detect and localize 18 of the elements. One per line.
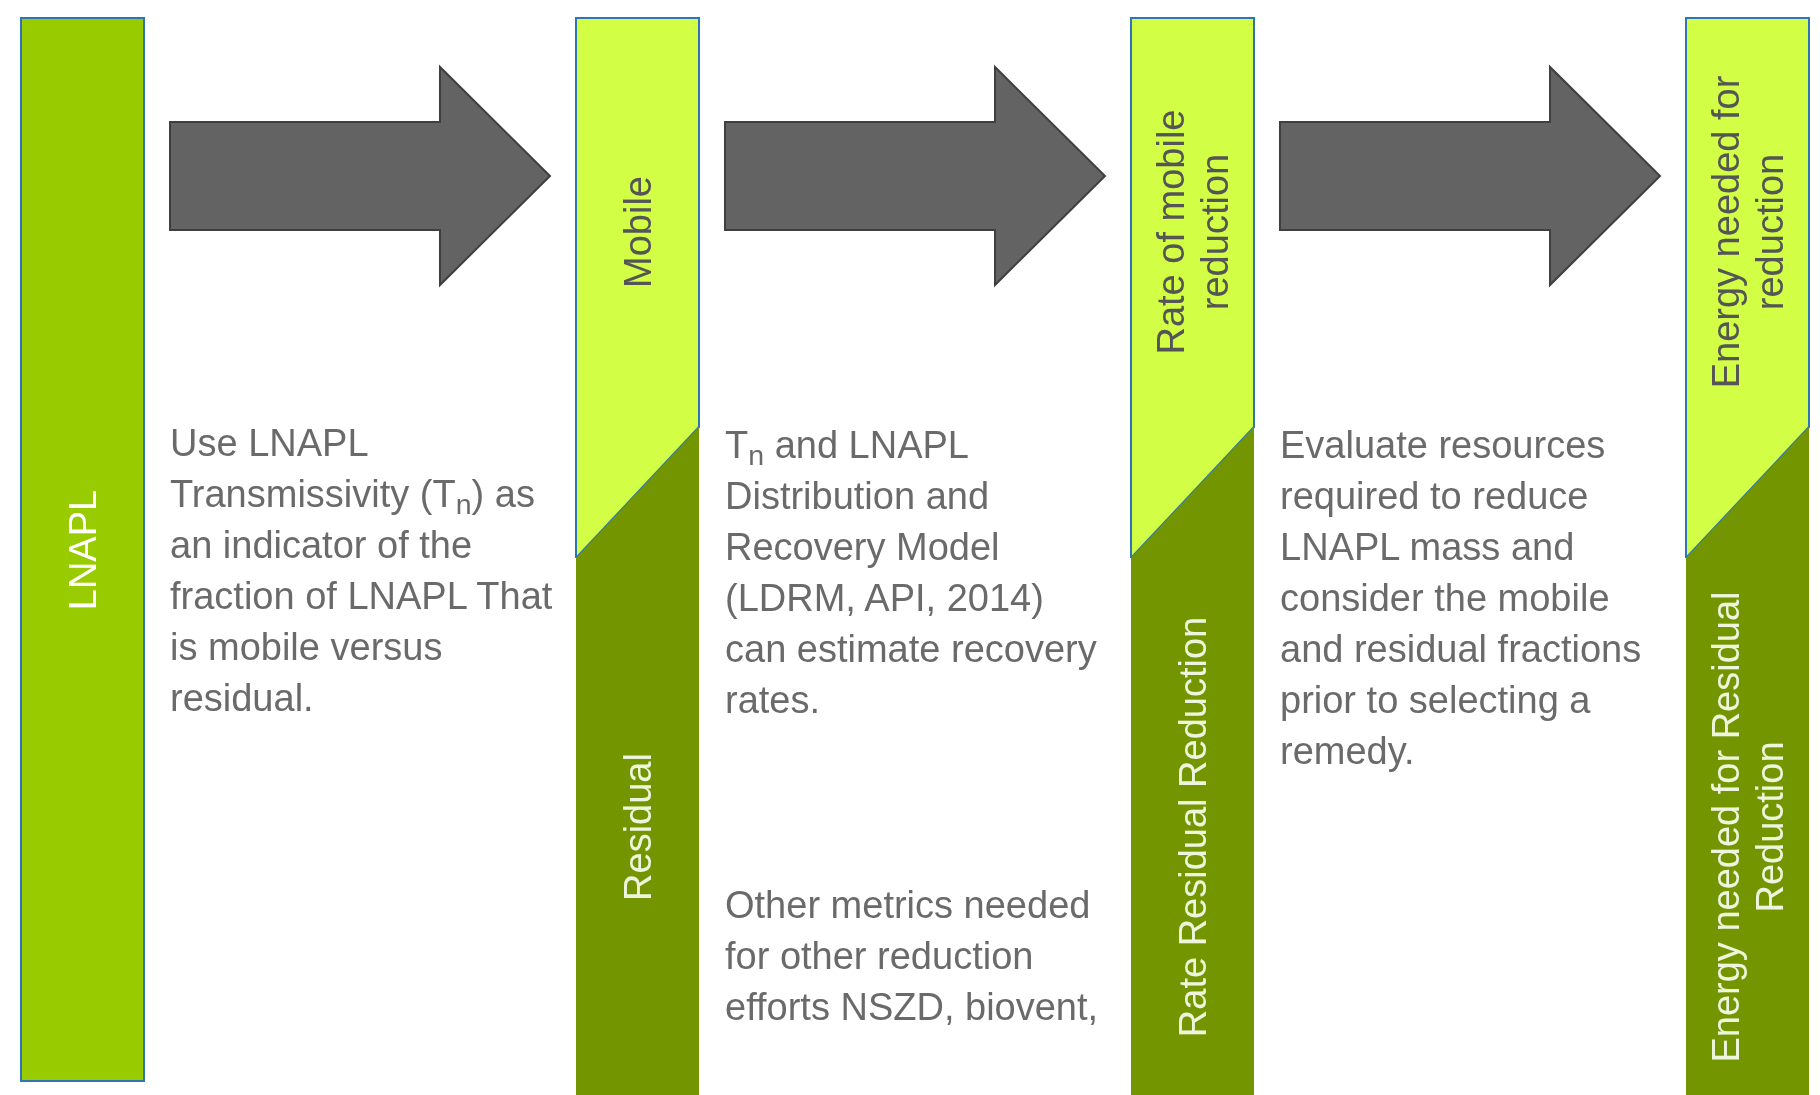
column-label: Rate Residual Reduction: [1170, 615, 1215, 1040]
stage-column: [20, 17, 145, 1082]
column-label: Energy needed for reduction: [1703, 74, 1792, 391]
block-arrow: [169, 64, 552, 288]
stage-column: [1685, 17, 1810, 558]
column-label: Energy needed for Residual Reduction: [1703, 590, 1792, 1065]
column-label: Rate of mobile reduction: [1148, 108, 1237, 357]
column-label: Residual: [615, 752, 660, 903]
description-text: Other metrics needed for other reduction efforts NSZD, biovent,: [725, 883, 1100, 1030]
stage-column: [575, 17, 700, 558]
stage-column: [1130, 17, 1255, 558]
block-arrow: [724, 64, 1107, 288]
description-text: T$_{n}$ and LNAPL Distribution and Recovery Model (LDRM, API, 2014) can estimate recovery rates.: [725, 423, 1098, 723]
column-label: LNAPL: [60, 488, 105, 613]
column-label: Mobile: [615, 175, 660, 290]
description-text: Use LNAPL Transmissivity (T$_{n}$) as an indicator of the fraction of LNAPL That is mobile versus residual.: [170, 421, 554, 721]
description-text: Evaluate resources required to reduce LNAPL mass and consider the mobile and residual fractions prior to selecting a remedy.: [1280, 423, 1643, 774]
block-arrow: [1279, 64, 1662, 288]
